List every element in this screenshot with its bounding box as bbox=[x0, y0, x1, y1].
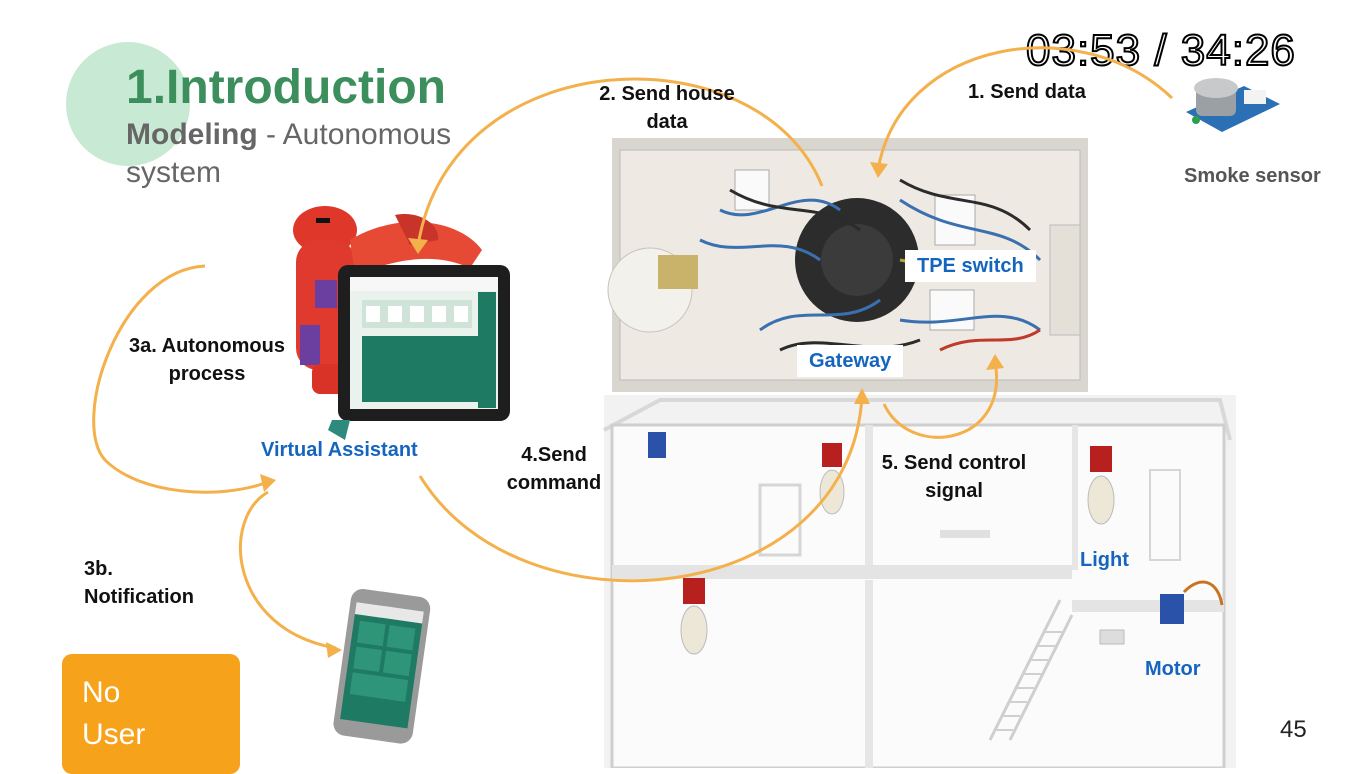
bulb-2 bbox=[1087, 446, 1115, 525]
label-smoke-sensor: Smoke sensor bbox=[1184, 165, 1321, 187]
title-decor-circle bbox=[66, 42, 190, 166]
page-number: 45 bbox=[1280, 716, 1307, 743]
label-gateway: Gateway bbox=[797, 345, 904, 377]
label-autonomous-process: 3a. Autonomous process bbox=[129, 335, 285, 385]
label-send-control-signal: 5. Send control signal bbox=[881, 452, 1027, 502]
no-user-badge: No User bbox=[62, 654, 240, 774]
label-notification: 3b. Notification bbox=[84, 558, 194, 608]
flow-arrows bbox=[92, 46, 1174, 650]
label-send-house-data: 2. Send house data bbox=[599, 83, 735, 133]
subtitle-bold: Modeling bbox=[126, 118, 258, 151]
slide-title: 1.Introduction bbox=[126, 61, 446, 114]
label-motor: Motor bbox=[1145, 658, 1201, 680]
subtitle-rest: - Autonomous system bbox=[126, 118, 452, 189]
smoke-sensor-icon bbox=[1186, 78, 1280, 132]
servo-right bbox=[1160, 580, 1224, 624]
tablet-icon bbox=[328, 265, 510, 440]
bulb-3 bbox=[680, 578, 708, 655]
arrow-heads bbox=[260, 162, 1004, 658]
label-send-command: 4.Send command bbox=[506, 444, 602, 494]
label-tpe-switch: TPE switch bbox=[905, 250, 1036, 282]
slide-subtitle: Modeling - Autonomous system bbox=[126, 116, 526, 192]
label-virtual-assistant: Virtual Assistant bbox=[261, 439, 418, 461]
servo-left bbox=[648, 432, 666, 458]
phone-icon bbox=[333, 588, 431, 744]
bulb-1 bbox=[819, 443, 845, 515]
label-light: Light bbox=[1080, 549, 1129, 571]
label-send-data: 1. Send data bbox=[968, 81, 1086, 103]
model-house-photo bbox=[603, 395, 1236, 768]
